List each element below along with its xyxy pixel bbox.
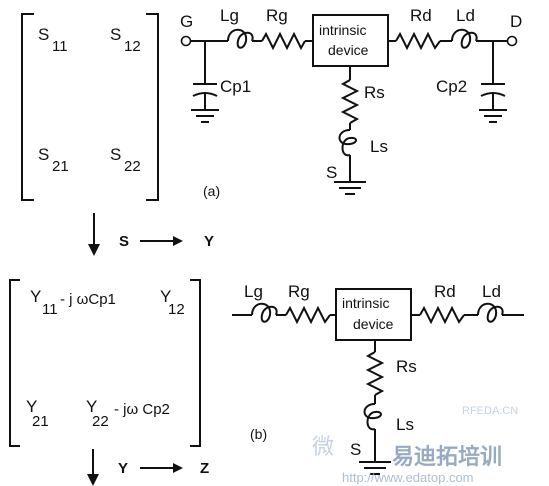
transform1-from: S: [119, 233, 129, 250]
gate-label: G: [180, 12, 193, 31]
s11-sub: 11: [52, 38, 68, 55]
lg-label-b: Lg: [244, 282, 263, 301]
rd-label-b: Rd: [434, 282, 456, 301]
y21-base: Y: [26, 397, 37, 416]
s21-sub: 21: [52, 158, 69, 175]
device-b-line1: intrinsic: [342, 295, 389, 311]
rs-resistor-b: [365, 351, 385, 396]
figure-a-label: (a): [203, 183, 220, 199]
rd-label: Rd: [410, 6, 432, 25]
lg-inductor: [227, 28, 254, 49]
y11-rest: - j ωCp1: [60, 291, 116, 308]
y-matrix: Y 11 - j ωCp1 Y 12 Y 21 Y 22 - jω Cp2: [9, 279, 201, 447]
source-ground: [334, 181, 366, 195]
rg-resistor-b: [285, 305, 331, 325]
s11-base: S: [38, 25, 49, 44]
ls-label: Ls: [370, 137, 388, 156]
y22-sub: 22: [92, 413, 109, 430]
figure-b-label: (b): [250, 426, 267, 442]
cp2-label: Cp2: [436, 77, 467, 96]
s-matrix: S 11 S 12 S 21 S 22: [21, 13, 159, 201]
transform2-from: Y: [118, 460, 128, 477]
s22-sub: 22: [124, 158, 141, 175]
rg-label-b: Rg: [288, 282, 310, 301]
device-b-line2: device: [353, 316, 394, 332]
rd-resistor-b: [419, 305, 465, 325]
ymatrix-bracket-left: [9, 279, 20, 447]
ld-label-b: Ld: [482, 282, 501, 301]
rs-label-b: Rs: [396, 357, 417, 376]
ymatrix-bracket-right: [190, 279, 201, 447]
device-label-line1: intrinsic: [319, 22, 366, 38]
source-label-b: S: [350, 440, 361, 459]
y22-rest: - jω Cp2: [114, 401, 170, 418]
source-label: S: [326, 163, 337, 182]
watermark-url: http://www.edatop.com: [342, 470, 474, 485]
rg-label: Rg: [266, 6, 288, 25]
y12-base: Y: [160, 287, 171, 306]
rg-resistor: [261, 31, 306, 51]
ld-inductor: [451, 28, 478, 49]
y11-base: Y: [30, 287, 41, 306]
ld-inductor-b: [477, 302, 504, 323]
lg-inductor-b: [251, 302, 278, 323]
rs-resistor: [340, 79, 360, 124]
drain-label: D: [510, 12, 522, 31]
ld-label: Ld: [456, 6, 475, 25]
lg-label: Lg: [220, 6, 239, 25]
transform2-to: Z: [200, 460, 209, 477]
watermark-rfeda: RFEDA.CN: [462, 405, 518, 417]
drain-terminal: [506, 35, 518, 47]
watermark-glyph: 微: [312, 435, 334, 460]
ls-inductor: [338, 129, 357, 157]
circuit-b: Lg Rg intrinsic device Rd Ld Rs Ls S (b): [232, 282, 524, 475]
s12-base: S: [110, 25, 121, 44]
watermark: 微 RFEDA.CN 易迪拓培训 http://www.edatop.com: [312, 405, 518, 485]
y22-base: Y: [86, 397, 97, 416]
device-label-line2: device: [328, 42, 369, 58]
s21-base: S: [38, 145, 49, 164]
transform1-to: Y: [204, 233, 214, 250]
ls-label-b: Ls: [396, 415, 414, 434]
watermark-chinese: 易迪拓培训: [392, 444, 502, 470]
y11-sub: 11: [42, 301, 58, 318]
matrix-bracket-right: [146, 13, 159, 201]
y12-sub: 12: [168, 301, 185, 318]
cp2-capacitor: [479, 41, 507, 123]
y21-sub: 21: [32, 413, 49, 430]
cp1-label: Cp1: [220, 77, 251, 96]
source-ground-b: [359, 461, 391, 475]
ls-inductor-b: [363, 403, 382, 431]
cp1-capacitor: [191, 41, 219, 123]
matrix-bracket-left: [21, 13, 34, 201]
s22-base: S: [110, 145, 121, 164]
s12-sub: 12: [124, 38, 141, 55]
transform-s-to-y: S Y: [88, 213, 214, 256]
circuit-a: G Lg Rg intrinsic device Rd Ld D: [180, 6, 522, 199]
gate-terminal: [180, 35, 192, 47]
rs-label: Rs: [364, 83, 385, 102]
rd-resistor: [395, 31, 441, 51]
transform-y-to-z: Y Z: [87, 449, 209, 486]
